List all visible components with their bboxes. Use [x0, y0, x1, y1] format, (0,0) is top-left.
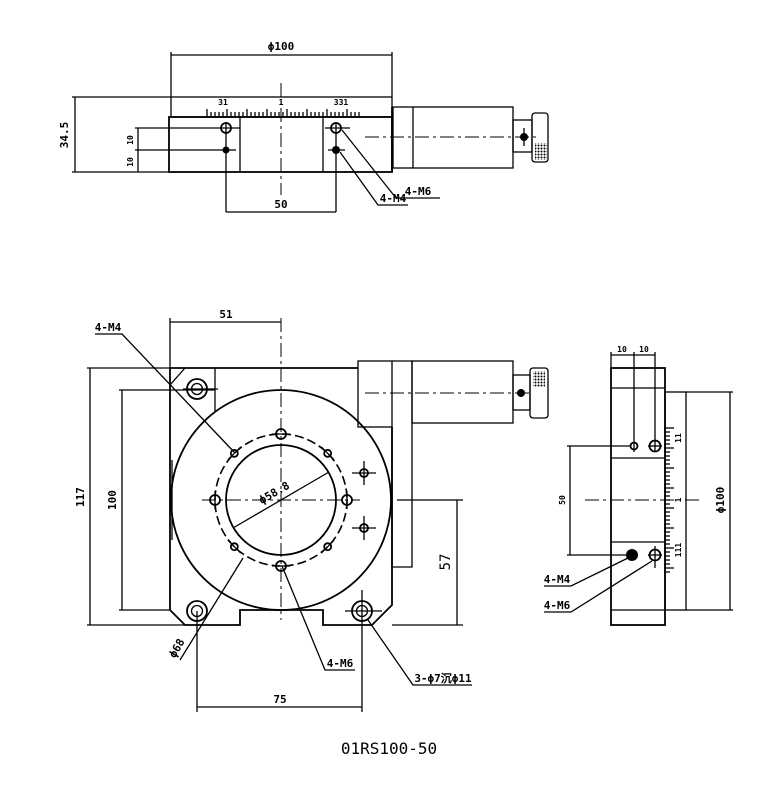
hole-m6 — [325, 122, 350, 212]
dim-mount-pitch: 75 — [273, 693, 286, 706]
bolt-circle-dia-label: ϕ68 — [166, 636, 187, 660]
hole-m4 — [320, 446, 335, 461]
callout-m4: 4-M4 — [95, 321, 122, 334]
side-hole — [352, 461, 376, 485]
hole-m4 — [629, 352, 639, 452]
rotary-table — [170, 389, 392, 611]
hole-crosshair — [227, 539, 242, 554]
hole-outline — [323, 542, 333, 552]
hole-outline — [229, 448, 239, 458]
top-view: ϕ100 31 1 331 34.5 10 10 50 — [58, 40, 549, 213]
callout-m6: 4-M6 — [544, 599, 571, 612]
hole-crosshair — [227, 446, 242, 461]
dim-dia-label: ϕ100 — [268, 40, 295, 53]
dial-scale-ticks — [206, 109, 360, 117]
callout-m6: 4-M6 — [327, 657, 354, 670]
rotary-dial — [664, 391, 687, 611]
hole-m4 — [227, 539, 242, 554]
scale-label-left: 31 — [218, 98, 228, 107]
scale-label-top: 11 — [674, 433, 683, 443]
hole-m4 — [320, 539, 335, 554]
plan-view: ϕ58.8 51 117 100 57 — [74, 308, 549, 712]
dim-spacing-lower: 10 — [126, 157, 135, 167]
side-hole — [352, 516, 376, 540]
dim-outer-height: 117 — [74, 487, 87, 507]
hole-m6 — [648, 352, 662, 453]
scale-label-right: 331 — [334, 98, 349, 107]
hole-m4 — [227, 446, 242, 461]
hole-crosshair — [320, 446, 335, 461]
dim-spacing-upper: 10 — [126, 135, 135, 145]
dim-inner-height: 100 — [106, 490, 119, 510]
callout-m4: 4-M4 — [380, 192, 407, 205]
hole-m4 — [626, 549, 638, 561]
hole-m6 — [648, 546, 662, 568]
dim-width-label: 51 — [219, 308, 233, 321]
callout-m6: 4-M6 — [405, 185, 432, 198]
dim-dia-label: ϕ100 — [714, 487, 727, 514]
dim-pitch-label: 50 — [274, 198, 287, 211]
dim-pitch-label: 50 — [558, 495, 567, 505]
hole-m4 — [328, 146, 345, 154]
hole-m4 — [220, 146, 236, 154]
micrometer-head — [392, 106, 549, 169]
side-view: 11 1 111 ϕ100 10 10 50 4-M4 4-M6 — [544, 345, 733, 626]
counterbore-hole — [345, 590, 382, 712]
callout-m4: 4-M4 — [544, 573, 571, 586]
dim-spacing-a: 10 — [617, 345, 627, 354]
dim-offset: 57 — [438, 554, 454, 571]
dim-height-label: 34.5 — [58, 122, 71, 149]
callout-mount-holes: 3-ϕ7沉ϕ11 — [414, 671, 472, 685]
micrometer-head — [357, 360, 549, 568]
hole-m6 — [220, 122, 240, 212]
bore-dia-label: ϕ58.8 — [257, 479, 292, 507]
hole-crosshair — [320, 539, 335, 554]
stage-body — [610, 367, 666, 626]
scale-label-bottom: 111 — [674, 543, 683, 558]
counterbore-hole — [183, 378, 218, 400]
drawing-title: 01RS100-50 — [341, 739, 437, 758]
counterbore-hole — [186, 600, 208, 712]
dim-spacing-b: 10 — [639, 345, 649, 354]
hole-outline — [229, 542, 239, 552]
hole-outline — [323, 448, 333, 458]
